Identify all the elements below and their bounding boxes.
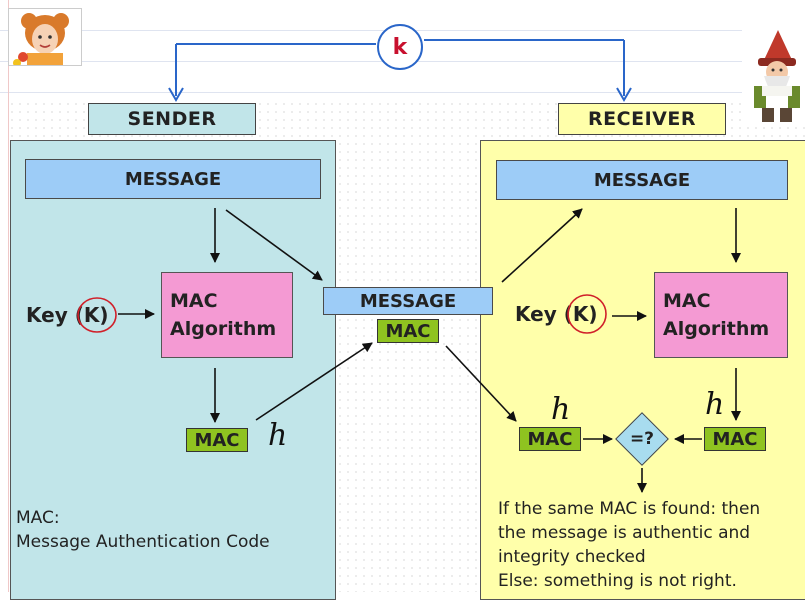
arrow-sender-mac-to-channel [255,342,373,421]
channel-mac-tag: MAC [377,319,439,343]
sender-note-line2: Message Authentication Code [16,532,270,552]
receiver-algo-line2: Algorithm [663,318,770,340]
result-line-3: integrity checked [498,547,646,567]
compare-label: =? [629,429,655,449]
gnome-avatar-icon [754,30,800,122]
sender-key-word: Key [26,303,68,327]
key-connector-lines [168,39,632,102]
channel-message-box: MESSAGE [323,287,493,315]
receiver-title: RECEIVER [558,103,726,135]
sender-panel [10,140,336,600]
handwritten-h-computed: h [705,387,725,422]
receiver-algo-line1: MAC [663,290,711,312]
sender-title: SENDER [88,103,256,135]
sender-avatar [8,8,82,66]
sender-note-line1: MAC: [16,508,60,528]
sender-note: MAC: Message Authentication Code [16,506,270,554]
sender-key-circle [77,297,117,333]
arrow-channel-mac-to-receiver [445,345,517,422]
receiver-result-text: If the same MAC is found: then the messa… [498,497,760,593]
receiver-key-circle [567,294,607,334]
shared-key-label: k [392,34,408,60]
arrow-channel-to-receiver-msg [501,208,583,283]
sender-algo-line2: Algorithm [170,318,277,340]
arrow-sender-msg-to-channel [225,209,323,281]
girl-avatar-icon [13,13,69,65]
sender-message-box: MESSAGE [25,159,321,199]
handwritten-h-received: h [551,392,571,427]
shared-key-badge: k [377,24,423,70]
handwritten-h-sender: h [268,418,288,453]
sender-key-label: Key (K) [26,303,109,327]
receiver-message-box: MESSAGE [496,160,788,200]
receiver-mac-algorithm-box: MAC Algorithm [654,272,788,358]
receiver-avatar [742,26,805,126]
receiver-mac-received-tag: MAC [519,427,581,451]
margin-line [8,0,9,592]
sender-algo-line1: MAC [170,290,218,312]
result-line-1: If the same MAC is found: then [498,499,761,519]
receiver-panel [480,140,805,600]
receiver-mac-computed-tag: MAC [704,427,766,451]
sender-mac-tag: MAC [186,428,248,452]
sender-mac-algorithm-box: MAC Algorithm [161,272,293,358]
result-line-2: the message is authentic and [498,523,751,543]
result-line-4: Else: something is not right. [498,571,737,591]
receiver-key-word: Key [515,302,557,326]
